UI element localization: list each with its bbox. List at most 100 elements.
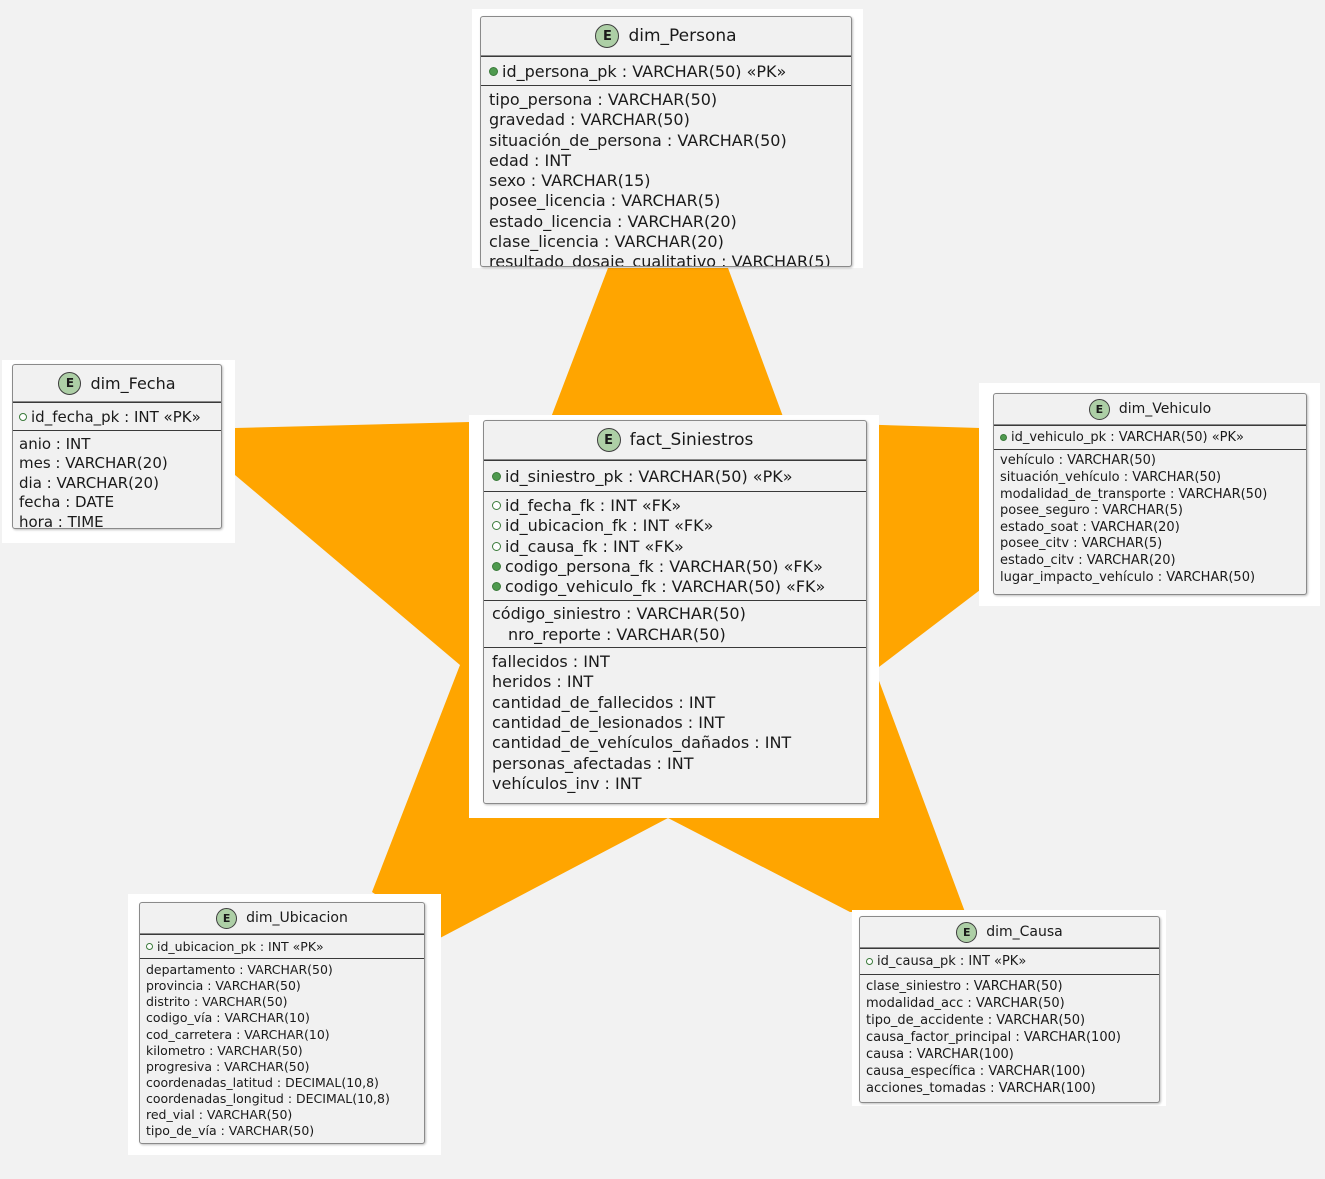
entity-title: dim_Ubicacion xyxy=(246,910,348,926)
field-row: modalidad_de_transporte : VARCHAR(50) xyxy=(1000,486,1300,503)
field-row: clase_siniestro : VARCHAR(50) xyxy=(866,978,1153,995)
field-text: id_ubicacion_fk : INT «FK» xyxy=(505,516,714,536)
field-text: red_vial : VARCHAR(50) xyxy=(146,1106,293,1122)
field-text: id_vehiculo_pk : VARCHAR(50) «PK» xyxy=(1011,429,1244,445)
field-text: kilometro : VARCHAR(50) xyxy=(146,1042,303,1058)
fields-section: anio : INT mes : VARCHAR(20) dia : VARCH… xyxy=(13,430,221,529)
field-row: vehículo : VARCHAR(50) xyxy=(1000,453,1300,470)
field-row: anio : INT xyxy=(19,434,215,453)
pk-section: id_fecha_pk : INT «PK» xyxy=(13,402,221,430)
entity-icon: E xyxy=(595,24,620,48)
field-row: sexo : VARCHAR(15) xyxy=(489,170,843,190)
field-row: posee_licencia : VARCHAR(5) xyxy=(489,191,843,211)
entity-title: dim_Vehiculo xyxy=(1118,401,1212,417)
key-icon xyxy=(146,942,153,950)
field-text: lugar_impacto_vehículo : VARCHAR(50) xyxy=(1000,569,1256,585)
key-icon xyxy=(492,541,501,551)
entity-dim-vehiculo[interactable]: E dim_Vehiculo id_vehiculo_pk : VARCHAR(… xyxy=(993,393,1307,595)
field-text: id_persona_pk : VARCHAR(50) «PK» xyxy=(502,61,787,81)
entity-icon: E xyxy=(596,428,621,452)
field-row: tipo_de_vía : VARCHAR(50) xyxy=(146,1123,418,1139)
field-row: coordenadas_longitud : DECIMAL(10,8) xyxy=(146,1090,418,1106)
field-text: hora : TIME xyxy=(19,512,104,529)
field-text: posee_seguro : VARCHAR(5) xyxy=(1000,503,1183,519)
entity-title: dim_Fecha xyxy=(90,373,176,393)
pk-row: id_vehiculo_pk : VARCHAR(50) «PK» xyxy=(1000,429,1300,446)
field-row: posee_citv : VARCHAR(5) xyxy=(1000,536,1300,553)
field-text: causa_factor_principal : VARCHAR(100) xyxy=(866,1029,1121,1045)
entity-header: E dim_Fecha xyxy=(13,365,221,402)
pk-section: id_vehiculo_pk : VARCHAR(50) «PK» xyxy=(994,425,1306,449)
entity-icon: E xyxy=(956,921,978,943)
field-text: tipo_persona : VARCHAR(50) xyxy=(489,89,718,109)
field-text: modalidad_de_transporte : VARCHAR(50) xyxy=(1000,486,1268,502)
field-text: codigo_persona_fk : VARCHAR(50) «FK» xyxy=(505,556,823,576)
field-row: heridos : INT xyxy=(492,672,858,692)
field-text: situación_de_persona : VARCHAR(50) xyxy=(489,130,787,150)
pk-row: id_ubicacion_pk : INT «PK» xyxy=(146,938,418,955)
field-row: estado_citv : VARCHAR(20) xyxy=(1000,552,1300,569)
key-icon xyxy=(19,412,27,421)
field-text: dia : VARCHAR(20) xyxy=(19,473,159,492)
field-text: codigo_vía : VARCHAR(10) xyxy=(146,1010,310,1026)
entity-header: E dim_Causa xyxy=(860,917,1159,948)
field-text: edad : INT xyxy=(489,150,571,170)
field-row: estado_licencia : VARCHAR(20) xyxy=(489,211,843,231)
entity-dim-persona[interactable]: E dim_Persona id_persona_pk : VARCHAR(50… xyxy=(480,16,852,267)
entity-dim-causa[interactable]: E dim_Causa id_causa_pk : INT «PK» clase… xyxy=(859,916,1160,1103)
pk-section: id_causa_pk : INT «PK» xyxy=(860,948,1159,974)
field-row: posee_seguro : VARCHAR(5) xyxy=(1000,502,1300,519)
fk-row: codigo_persona_fk : VARCHAR(50) «FK» xyxy=(492,556,858,576)
fields-section: departamento : VARCHAR(50) provincia : V… xyxy=(140,957,424,1142)
field-text: distrito : VARCHAR(50) xyxy=(146,994,288,1010)
field-text: cod_carretera : VARCHAR(10) xyxy=(146,1026,330,1042)
field-row: cantidad_de_vehículos_dañados : INT xyxy=(492,733,858,753)
pk-section: id_persona_pk : VARCHAR(50) «PK» xyxy=(481,56,851,85)
field-text: id_causa_pk : INT «PK» xyxy=(877,953,1027,969)
field-row: kilometro : VARCHAR(50) xyxy=(146,1042,418,1058)
entity-header: E dim_Persona xyxy=(481,17,851,56)
field-text: causa_específica : VARCHAR(100) xyxy=(866,1063,1086,1079)
fields-section: tipo_persona : VARCHAR(50) gravedad : VA… xyxy=(481,85,851,266)
pk-section: id_siniestro_pk : VARCHAR(50) «PK» xyxy=(484,460,866,491)
field-text: id_causa_fk : INT «FK» xyxy=(505,536,684,556)
field-text: clase_licencia : VARCHAR(20) xyxy=(489,232,724,252)
field-row: tipo_persona : VARCHAR(50) xyxy=(489,89,843,109)
field-text: personas_afectadas : INT xyxy=(492,753,694,773)
measures-section: fallecidos : INT heridos : INT cantidad_… xyxy=(484,647,866,796)
field-row: estado_soat : VARCHAR(20) xyxy=(1000,519,1300,536)
entity-dim-fecha[interactable]: E dim_Fecha id_fecha_pk : INT «PK» anio … xyxy=(12,364,222,529)
fk-row: id_fecha_fk : INT «FK» xyxy=(492,495,858,515)
field-text: cantidad_de_vehículos_dañados : INT xyxy=(492,733,792,753)
fk-row: id_causa_fk : INT «FK» xyxy=(492,536,858,556)
field-row: distrito : VARCHAR(50) xyxy=(146,994,418,1010)
field-text: cantidad_de_lesionados : INT xyxy=(492,712,725,732)
key-icon xyxy=(492,582,501,592)
key-icon xyxy=(492,471,501,481)
fields-section: vehículo : VARCHAR(50) situación_vehícul… xyxy=(994,448,1306,589)
entity-title: fact_Siniestros xyxy=(629,430,754,450)
key-icon xyxy=(492,561,501,571)
field-text: heridos : INT xyxy=(492,672,594,692)
field-text: situación_vehículo : VARCHAR(50) xyxy=(1000,469,1222,485)
entity-dim-ubicacion[interactable]: E dim_Ubicacion id_ubicacion_pk : INT «P… xyxy=(139,902,425,1144)
field-row: situación_de_persona : VARCHAR(50) xyxy=(489,130,843,150)
field-row: clase_licencia : VARCHAR(20) xyxy=(489,231,843,251)
field-row: hora : TIME xyxy=(19,512,215,529)
fk-row: codigo_vehiculo_fk : VARCHAR(50) «FK» xyxy=(492,576,858,596)
field-text: provincia : VARCHAR(50) xyxy=(146,978,301,994)
field-row: codigo_vía : VARCHAR(10) xyxy=(146,1010,418,1026)
field-text: vehículo : VARCHAR(50) xyxy=(1000,453,1156,469)
field-text: codigo_vehiculo_fk : VARCHAR(50) «FK» xyxy=(505,577,826,597)
field-row: acciones_tomadas : VARCHAR(100) xyxy=(866,1080,1153,1097)
field-text: estado_soat : VARCHAR(20) xyxy=(1000,519,1180,535)
fk-row: id_ubicacion_fk : INT «FK» xyxy=(492,516,858,536)
field-text: mes : VARCHAR(20) xyxy=(19,454,168,473)
field-row: gravedad : VARCHAR(50) xyxy=(489,110,843,130)
field-text: id_fecha_pk : INT «PK» xyxy=(31,407,201,426)
field-row: edad : INT xyxy=(489,150,843,170)
field-text: id_ubicacion_pk : INT «PK» xyxy=(157,938,324,954)
entity-fact-siniestros[interactable]: E fact_Siniestros id_siniestro_pk : VARC… xyxy=(483,420,867,804)
entity-header: E dim_Ubicacion xyxy=(140,903,424,934)
field-row: red_vial : VARCHAR(50) xyxy=(146,1106,418,1122)
